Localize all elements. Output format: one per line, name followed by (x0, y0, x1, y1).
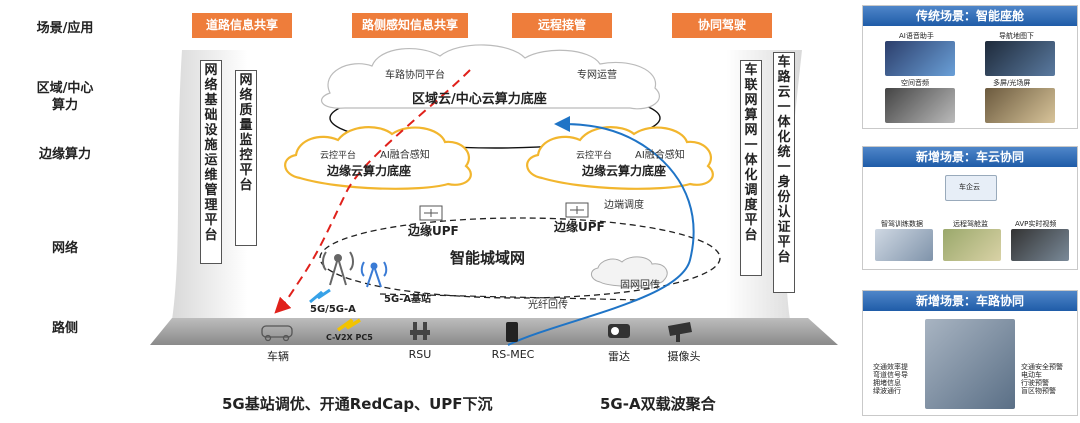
platform-network-quality-monitor: 网络质量监控平台 (235, 70, 257, 246)
vc-item-avp: AVP实时视频 (1015, 220, 1057, 228)
metro-network-title: 智能城域网 (450, 249, 526, 267)
vc-item-training: 智驾训练数据 (881, 220, 923, 228)
upf-left-label: 边缘UPF (408, 224, 459, 238)
cockpit-item-voice: AI语音助手 (899, 32, 934, 40)
device-vehicle-label: 车辆 (267, 350, 289, 363)
scenario-road-info: 道路信息共享 (192, 13, 292, 38)
row-label-scenario: 场景/应用 (36, 21, 94, 36)
tag-private-network: 专网运营 (577, 70, 617, 81)
cockpit-thumb-audio (885, 88, 955, 123)
row-label-network: 网络 (51, 241, 78, 256)
device-radar-label: 雷达 (608, 350, 630, 363)
vr-notes-safety: 交通安全预警 电动车 行驶预警 盲区物预警 (1021, 363, 1063, 395)
cv2x-label: C-V2X PC5 (326, 333, 373, 342)
platform-compute-network-scheduling: 车联网算网一体化调度平台 (740, 60, 762, 276)
upf-right-label: 边缘UPF (554, 220, 605, 234)
upf-right-icon (565, 202, 589, 218)
metro-network-ring (319, 217, 721, 299)
edge-left-tag-control: 云控平台 (320, 151, 357, 161)
panel-vehicle-road-title: 新增场景：车路协同 (863, 291, 1077, 311)
cockpit-thumb-nav (985, 41, 1055, 76)
fiber-link (379, 293, 641, 301)
cockpit-item-nav: 导航地图下 (999, 32, 1034, 40)
caption-5ga-dual-carrier: 5G-A双载波聚合 (600, 395, 716, 413)
device-rsmec-label: RS-MEC (491, 348, 535, 361)
station-5ga-label: 5G-A基站 (384, 294, 432, 305)
edge-right-tag-control: 云控平台 (576, 151, 613, 161)
oem-cloud-shape (945, 175, 997, 201)
panel-vehicle-road: 新增场景：车路协同 交通效率提 弯道信号导 拥堵信息 绿波通行 交通安全预警 电… (862, 290, 1078, 416)
tag-v2x-platform: 车路协同平台 (385, 70, 445, 81)
vr-notes-efficiency: 交通效率提 弯道信号导 拥堵信息 绿波通行 (873, 363, 908, 395)
rs-mec-icon (506, 322, 518, 342)
cockpit-item-screens: 多屏/光场屏 (993, 79, 1031, 87)
vc-thumb-remote (943, 229, 1001, 261)
panel-vehicle-cloud-title: 新增场景：车云协同 (863, 147, 1077, 167)
edge-left-tag-ai: AI融合感知 (380, 150, 430, 161)
vr-thumb-road (925, 319, 1015, 409)
region-cloud-title: 区域云/中心云算力底座 (412, 92, 547, 107)
caption-5g-optimization: 5G基站调优、开通RedCap、UPF下沉 (222, 395, 493, 413)
blue-arrow-path (507, 116, 695, 346)
red-arrow-path (274, 69, 471, 314)
row-label-region-compute: 区域/中心 算力 (36, 81, 94, 113)
oem-cloud-label: 车企云 (959, 183, 980, 191)
backhaul-label: 固网回传 (620, 280, 660, 291)
fiber-label: 光纤回传 (528, 300, 568, 311)
device-rsu-label: RSU (408, 348, 432, 361)
cockpit-item-audio: 空间音频 (901, 79, 929, 87)
panel-smart-cockpit-title: 传统场景：智能座舱 (863, 6, 1077, 26)
vc-thumb-training (875, 229, 933, 261)
platform-network-infra-ops: 网络基础设施运维管理平台 (200, 60, 222, 264)
scenario-roadside-perception: 路侧感知信息共享 (352, 13, 468, 38)
vc-thumb-avp (1011, 229, 1069, 261)
vc-item-remote: 远程驾舱监 (953, 220, 988, 228)
edge-left-title: 边缘云算力底座 (327, 164, 412, 178)
radar-icon (608, 324, 630, 338)
ground-plate (150, 318, 838, 345)
wireless-bolt-blue (309, 288, 331, 304)
backhaul-cloud-shape (591, 256, 668, 287)
vehicle-icon (261, 325, 293, 342)
cockpit-thumb-voice (885, 41, 955, 76)
upf-left-icon (419, 205, 443, 221)
edge-cloud-left-shape (284, 126, 472, 190)
row-label-roadside: 路侧 (51, 321, 78, 336)
scenario-cooperative-driving: 协同驾驶 (672, 13, 772, 38)
cockpit-thumb-screens (985, 88, 1055, 123)
rsu-icon (410, 322, 430, 340)
platform-identity-auth: 车路云一体化统一身份认证平台 (773, 52, 795, 293)
device-camera-label: 摄像头 (667, 350, 701, 363)
base-station-5ga-icon (360, 261, 388, 288)
station-5g-label: 5G/5G-A (310, 304, 356, 315)
base-station-5g-icon (322, 251, 354, 286)
panel-vehicle-cloud: 新增场景：车云协同 车企云 智驾训练数据 远程驾舱监 AVP实时视频 (862, 146, 1078, 270)
row-label-edge-compute: 边缘算力 (38, 147, 91, 162)
region-cloud-shape (320, 44, 661, 149)
panel-smart-cockpit: 传统场景：智能座舱 AI语音助手 导航地图下 空间音频 多屏/光场屏 (862, 5, 1078, 129)
edge-dispatch-label: 边端调度 (604, 200, 644, 211)
edge-right-title: 边缘云算力底座 (582, 164, 667, 178)
scenario-remote-takeover: 远程接管 (512, 13, 612, 38)
cv2x-bolt-yellow (336, 318, 361, 332)
camera-icon (668, 322, 692, 342)
edge-right-tag-ai: AI融合感知 (635, 150, 685, 161)
